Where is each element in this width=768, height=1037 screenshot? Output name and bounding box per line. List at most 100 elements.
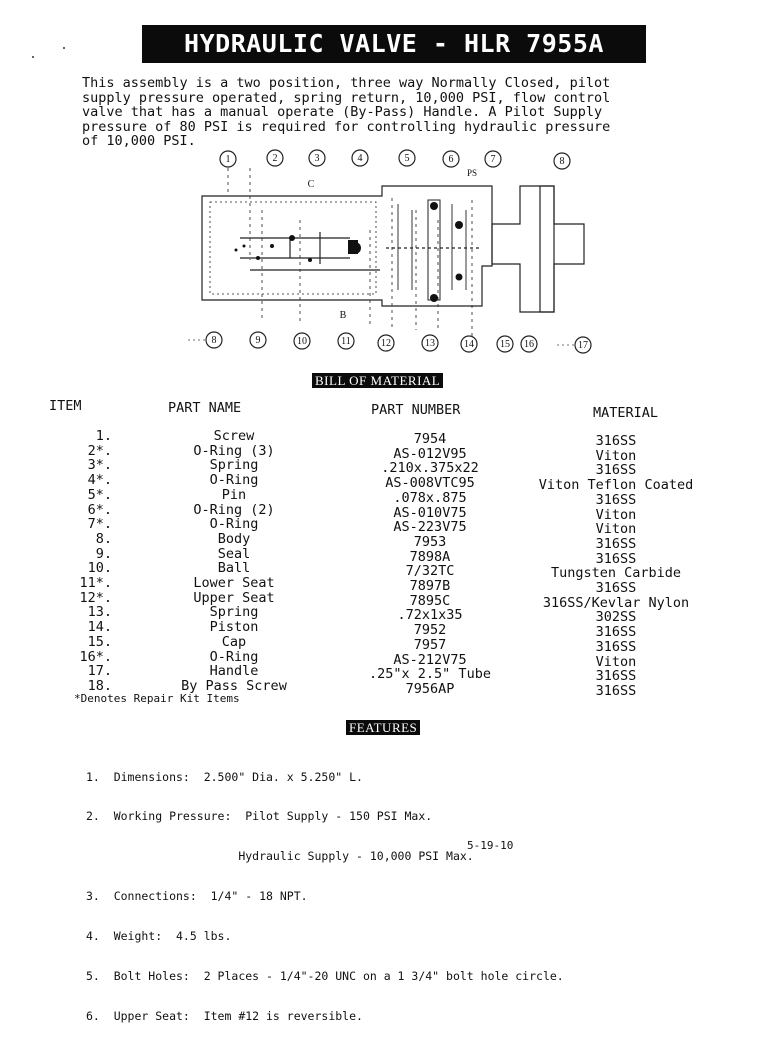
callout-label: 2 (273, 153, 278, 164)
column-header-part-name: PART NAME (168, 400, 242, 416)
port-label: B (340, 310, 347, 321)
feature-line: 5. Bolt Holes: 2 Places - 1/4"-20 UNC on… (86, 969, 564, 984)
part-number-cell: AS-008VTC95 (385, 475, 475, 492)
repair-kit-note: *Denotes Repair Kit Items (74, 692, 240, 705)
part-number-cell: AS-212V75 (393, 651, 467, 668)
material-cell: 316SS (595, 682, 637, 699)
document-title: HYDRAULIC VALVE - HLR 7955A (142, 25, 646, 63)
part-number-cell: AS-010V75 (393, 504, 467, 521)
part-name-cell: Upper Seat (193, 589, 275, 606)
intro-line: pressure of 80 PSI is required for contr… (82, 118, 611, 135)
callout-label: 8 (560, 156, 565, 167)
callout-label: 1 (226, 154, 231, 165)
part-name-cell: By Pass Screw (181, 677, 287, 694)
material-cell: 316SS/Kevlar Nylon (542, 594, 690, 611)
material-cell: Viton (595, 506, 637, 523)
part-name-cell: O-Ring (209, 648, 259, 665)
callout-label: 9 (256, 335, 261, 346)
part-number-cell: 7957 (413, 636, 447, 653)
material-column: 316SS Viton 316SS Viton Teflon Coated 31… (520, 434, 712, 699)
item-cell: 1. (95, 428, 112, 444)
part-name-column: Screw O-Ring (3) Spring O-Ring Pin O-Rin… (164, 429, 304, 694)
speck (63, 47, 65, 49)
part-number-cell: 7953 (413, 533, 447, 550)
part-number-cell: 7/32TC (405, 563, 455, 580)
part-name-cell: Handle (209, 663, 259, 680)
callout-label: 3 (315, 153, 320, 164)
feature-line: 2. Working Pressure: Pilot Supply - 150 … (86, 809, 433, 824)
valve-diagram: 1 2 3 4 5 6 7 8 8 9 10 11 12 13 14 15 16… (188, 149, 592, 354)
callout-label: 4 (358, 153, 363, 164)
item-cell: 14. (87, 619, 112, 636)
column-header-item: ITEM (49, 398, 82, 414)
intro-paragraph: This assembly is a two position, three w… (82, 76, 692, 149)
bottom-callouts (205, 331, 592, 354)
part-name-cell: O-Ring (209, 516, 259, 533)
part-name-cell: Pin (221, 486, 247, 503)
callout-label: 16 (524, 339, 534, 350)
material-cell: Viton (595, 521, 637, 538)
callout-label: 12 (381, 338, 391, 349)
part-number-column: 7954 AS-012V95 .210x.375x22 AS-008VTC95 … (340, 432, 520, 697)
port-label: PS (467, 168, 477, 178)
item-cell: 10. (87, 560, 112, 577)
column-header-material: MATERIAL (593, 405, 659, 421)
callout-label: 17 (578, 340, 588, 351)
part-number-cell: AS-223V75 (393, 519, 467, 536)
part-name-cell: O-Ring (209, 472, 259, 489)
column-header-part-number: PART NUMBER (371, 402, 461, 418)
part-name-cell: Spring (209, 457, 259, 474)
material-cell: Viton Teflon Coated (538, 477, 694, 494)
material-cell: 316SS (595, 668, 637, 685)
callout-label: 10 (297, 336, 307, 347)
bom-heading: BILL OF MATERIAL (312, 373, 444, 388)
features-heading: FEATURES (346, 720, 421, 735)
part-name-cell: Ball (217, 560, 251, 577)
part-number-cell: 7952 (413, 622, 447, 639)
material-cell: 316SS (595, 535, 637, 552)
item-column: 1. 2*. 3*. 4*. 5*. 6*. 7*. 8. 9. 10. 11*… (66, 429, 112, 694)
item-cell: 8. (95, 530, 112, 547)
part-name-cell: O-Ring (3) (193, 442, 275, 459)
intro-line: of 10,000 PSI. (82, 133, 196, 149)
item-cell: 4*. (87, 472, 112, 489)
part-name-cell: Body (217, 530, 251, 547)
revision-date: 5-19-10 (467, 839, 514, 852)
part-name-cell: Spring (209, 604, 259, 621)
intro-line: supply pressure operated, spring return,… (82, 89, 611, 106)
item-cell: 11*. (79, 575, 112, 592)
part-number-cell: 7956AP (405, 680, 455, 697)
part-name-cell: Cap (221, 633, 247, 650)
part-number-cell: 7898A (409, 548, 451, 565)
material-cell: 316SS (595, 462, 637, 479)
material-cell: Viton (595, 653, 637, 670)
part-number-cell: .078x.875 (393, 489, 467, 506)
material-cell: 316SS (595, 491, 637, 508)
material-cell: 316SS (595, 433, 637, 449)
intro-line: valve that has a manual operate (By-Pass… (82, 104, 603, 120)
item-cell: 2*. (87, 442, 112, 459)
feature-line: 1. Dimensions: 2.500" Dia. x 5.250" L. (86, 769, 363, 784)
callout-label: 14 (464, 339, 474, 350)
item-cell: 3*. (87, 457, 112, 474)
part-name-cell: Lower Seat (193, 575, 275, 592)
part-number-cell: .210x.375x22 (381, 460, 479, 477)
item-cell: 13. (87, 604, 112, 621)
material-cell: 316SS (595, 580, 637, 597)
material-cell: 316SS (595, 624, 637, 641)
top-callouts (219, 149, 571, 170)
part-name-cell: O-Ring (2) (193, 501, 275, 518)
part-name-cell: Seal (217, 545, 251, 562)
item-cell: 17. (87, 663, 112, 680)
part-number-cell: AS-012V95 (393, 445, 467, 462)
item-cell: 5*. (87, 486, 112, 503)
material-cell: 316SS (595, 550, 637, 567)
feature-line: Hydraulic Supply - 10,000 PSI Max. (86, 849, 474, 864)
part-name-cell: Screw (213, 428, 255, 444)
material-cell: 302SS (595, 609, 637, 626)
callout-label: 5 (405, 153, 410, 164)
material-cell: Tungsten Carbide (550, 565, 682, 582)
features-list: 1. Dimensions: 2.500" Dia. x 5.250" L. 2… (86, 744, 564, 1037)
speck (32, 56, 34, 58)
part-number-cell: 7897B (409, 578, 451, 595)
